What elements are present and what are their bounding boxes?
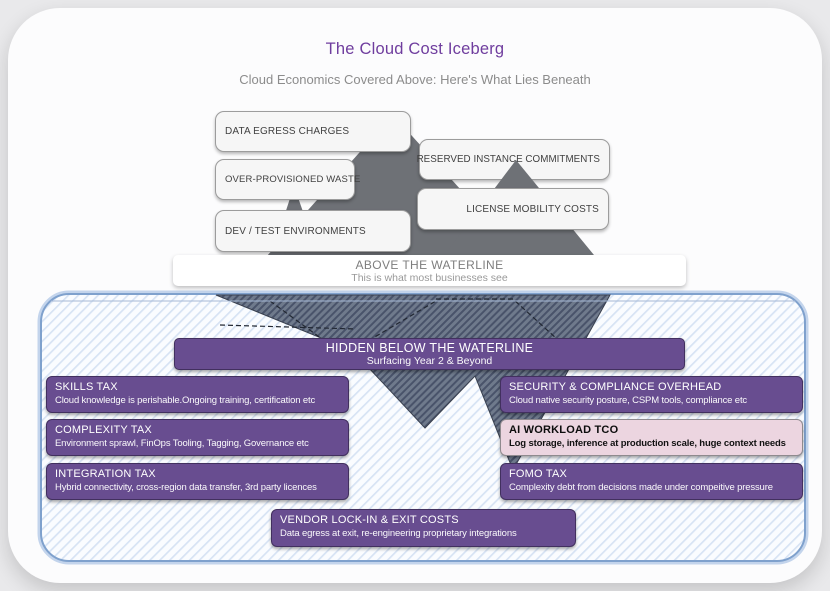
page-title: The Cloud Cost Iceberg [325,40,505,58]
hidden-below-title: HIDDEN BELOW THE WATERLINE [325,341,534,355]
cost-box-desc: Environment sprawl, FinOps Tooling, Tagg… [55,438,309,449]
label-over-provisioned-waste: OVER-PROVISIONED WASTE [215,159,360,200]
cost-box-skills-tax: SKILLS TAX Cloud knowledge is perishable… [46,376,349,413]
cost-box-complexity-tax: COMPLEXITY TAX Environment sprawl, FinOp… [46,419,349,456]
waterline-band: ABOVE THE WATERLINE This is what most bu… [173,255,686,286]
cost-box-fomo-tax: FOMO TAX Complexity debt from decisions … [500,463,803,500]
cost-box-title: VENDOR LOCK-IN & EXIT COSTS [280,514,459,526]
cost-box-desc: Data egress at exit, re-engineering prop… [280,528,517,539]
label-text: OVER-PROVISIONED WASTE [225,174,361,185]
label-text: RESERVED INSTANCE COMMITMENTS [416,154,600,165]
cost-box-title: AI WORKLOAD TCO [509,424,619,436]
cost-box-title: SECURITY & COMPLIANCE OVERHEAD [509,381,722,393]
cost-box-title: SKILLS TAX [55,381,118,393]
hidden-below-subtitle: Surfacing Year 2 & Beyond [366,355,493,367]
cost-box-desc: Complexity debt from decisions made unde… [509,482,773,493]
label-text: LICENSE MOBILITY COSTS [466,203,599,215]
cost-box-desc: Cloud knowledge is perishable.Ongoing tr… [55,395,316,406]
cost-box-vendor-lock-in-exit-costs: VENDOR LOCK-IN & EXIT COSTS Data egress … [271,509,576,547]
diagram-card: The Cloud Cost Iceberg Cloud Economics C… [8,8,822,583]
cost-box-ai-workload-tco: AI WORKLOAD TCO Log storage, inference a… [500,419,803,456]
cost-box-desc: Cloud native security posture, CSPM tool… [509,395,748,406]
page-subtitle: Cloud Economics Covered Above: Here's Wh… [239,72,591,87]
label-license-mobility-costs: LICENSE MOBILITY COSTS [417,188,609,230]
cost-box-desc: Hybrid connectivity, cross-region data t… [55,482,317,493]
waterline-title: ABOVE THE WATERLINE [355,257,504,272]
label-text: DEV / TEST ENVIRONMENTS [225,225,366,237]
cost-box-title: FOMO TAX [509,468,568,480]
label-dev-test-environments: DEV / TEST ENVIRONMENTS [215,210,411,252]
cost-box-security-compliance-overhead: SECURITY & COMPLIANCE OVERHEAD Cloud nat… [500,376,803,413]
cost-box-title: INTEGRATION TAX [55,468,156,480]
iceberg-water-graphics [37,115,809,565]
hidden-below-header: HIDDEN BELOW THE WATERLINE Surfacing Yea… [174,338,685,370]
cost-box-desc: Log storage, inference at production sca… [509,438,786,449]
label-data-egress-charges: DATA EGRESS CHARGES [215,111,411,152]
cost-box-title: COMPLEXITY TAX [55,424,152,436]
iceberg-right-peak-graphic [436,160,603,266]
label-reserved-instance-commitments: RESERVED INSTANCE COMMITMENTS [416,139,610,180]
label-text: DATA EGRESS CHARGES [225,126,350,137]
cost-box-integration-tax: INTEGRATION TAX Hybrid connectivity, cro… [46,463,349,500]
waterline-subtitle: This is what most businesses see [351,271,508,284]
